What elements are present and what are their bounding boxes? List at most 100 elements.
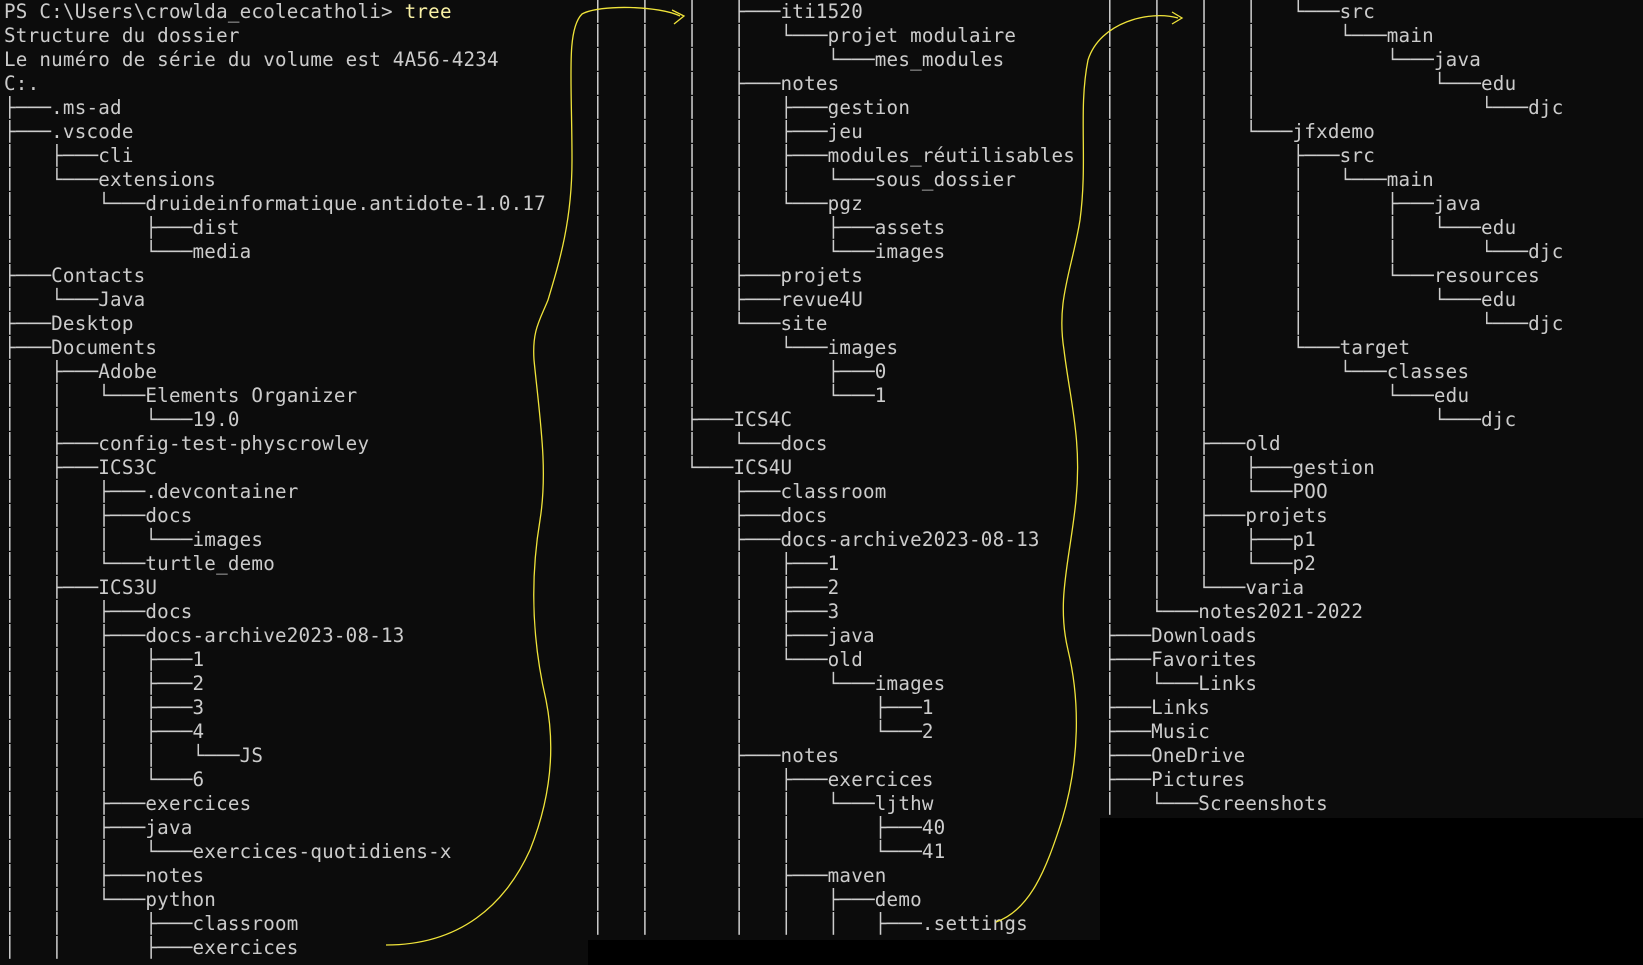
tree-line: │ │ ├───notes	[592, 744, 840, 767]
tree-line: │ │ │ └───docs	[592, 432, 828, 455]
tree-line: │ └───druideinformatique.antidote-1.0.17	[4, 192, 546, 215]
tree-line: │ │ │ └───djc	[1104, 408, 1517, 431]
tree-line: │ │ │ └───edu	[1104, 384, 1470, 407]
tree-line: │ │ │ ├───2	[592, 576, 840, 599]
tree-line: │ │ │ └───1	[592, 384, 887, 407]
tree-line: │ │ │ │ │ └───djc	[1104, 240, 1564, 263]
tree-line: │ │ │ │ ├───modules_réutilisables	[592, 144, 1076, 167]
tree-line: │ │ │ └───target	[1104, 336, 1411, 359]
prompt-line: PS C:\Users\crowlda_ecolecatholi> tree	[4, 0, 452, 24]
tree-line: │ │ │ │ └───resources	[1104, 264, 1540, 287]
tree-line: │ ├───cli	[4, 144, 134, 167]
tree-line: │ │ │ │ └───djc	[1104, 96, 1564, 119]
tree-line: │ │ │ ├───revue4U	[592, 288, 863, 311]
tree-line: Le numéro de série du volume est 4A56-42…	[4, 48, 499, 71]
tree-line: │ │ ├───java	[4, 816, 193, 839]
tree-line: │ │ │ │ ├───gestion	[592, 96, 911, 119]
screen-gap	[1100, 818, 1643, 965]
tree-line: ├───OneDrive	[1104, 744, 1246, 767]
tree-line: ├───Desktop	[4, 312, 134, 335]
tree-line: │ │ │ ├───maven	[592, 864, 887, 887]
tree-line: │ │ ├───classroom	[4, 912, 299, 935]
tree-line: │ │ ├───old	[1104, 432, 1281, 455]
tree-line: │ │ │ ├───1	[592, 552, 840, 575]
tree-line: │ └───media	[4, 240, 252, 263]
tree-line: │ │ ├───ICS4C	[592, 408, 793, 431]
tree-line: │ └───extensions	[4, 168, 217, 191]
tree-line: ├───Favorites	[1104, 648, 1258, 671]
tree-line: │ │ │ ├───projets	[592, 264, 863, 287]
tree-line: ├───.ms-ad	[4, 96, 122, 119]
tree-line: ├───Music	[1104, 720, 1211, 743]
tree-line: │ │ │ ├───notes	[592, 72, 840, 95]
tree-line: │ │ │ │ └───images	[592, 240, 946, 263]
tree-line: │ │ ├───classroom	[592, 480, 887, 503]
tree-line: │ │ └───turtle_demo	[4, 552, 275, 575]
tree-line: │ │ └───python	[4, 888, 217, 911]
tree-line: ├───Downloads	[1104, 624, 1258, 647]
tree-line: │ │ │ ├───exercices	[592, 768, 934, 791]
tree-line: │ ├───ICS3C	[4, 456, 158, 479]
tree-line: │ │ │ ├───iti1520	[592, 0, 863, 23]
command-text: tree	[404, 0, 452, 23]
tree-line: │ │ │ ├───3	[592, 600, 840, 623]
tree-line: │ │ │ └───2	[592, 720, 934, 743]
tree-line: │ │ │ └───exercices-quotidiens-x	[4, 840, 452, 863]
tree-line: │ │ │ └───images	[592, 336, 899, 359]
tree-line: │ │ │ └───p2	[1104, 552, 1317, 575]
tree-line: │ │ │ │ └───main	[1104, 24, 1434, 47]
tree-line: │ │ │ ├───java	[592, 624, 875, 647]
tree-line: │ ├───config-test-physcrowley	[4, 432, 370, 455]
tree-line: │ │ │ ├───p1	[1104, 528, 1317, 551]
tree-line: ├───Links	[1104, 696, 1211, 719]
tree-line: │ │ │ │ └───java	[1104, 48, 1482, 71]
tree-line: │ └───Screenshots	[1104, 792, 1328, 815]
tree-line: │ │ ├───docs-archive2023-08-13	[592, 528, 1040, 551]
tree-line: │ │ │ │ └───edu	[1104, 288, 1517, 311]
tree-line: │ │ │ │ └───projet modulaire	[592, 24, 1017, 47]
tree-line: ├───Documents	[4, 336, 158, 359]
prompt-text: PS C:\Users\crowlda_ecolecatholi>	[4, 0, 405, 23]
tree-line: │ │ ├───notes	[4, 864, 205, 887]
tree-line: │ │ │ ├───gestion	[1104, 456, 1375, 479]
tree-line: │ │ └───19.0	[4, 408, 240, 431]
tree-line: │ │ │ │ └───src	[1104, 0, 1375, 23]
tree-line: │ │ │ ├───1	[4, 648, 205, 671]
terminal-column-1: PS C:\Users\crowlda_ecolecatholi> tree S…	[0, 0, 588, 965]
tree-line: C:.	[4, 72, 40, 95]
tree-line: │ │ │ └───POO	[1104, 480, 1328, 503]
tree-line: │ │ │ ├───4	[4, 720, 205, 743]
tree-line: │ ├───Adobe	[4, 360, 158, 383]
tree-line: │ │ │ │ └───41	[592, 840, 946, 863]
tree-line: │ └───Java	[4, 288, 146, 311]
tree-line: │ │ │ ├───1	[592, 696, 934, 719]
tree-line: │ │ ├───exercices	[4, 936, 299, 959]
tree-line: │ │ │ │ ├───assets	[592, 216, 946, 239]
tree-line: │ │ │ │ ├───java	[1104, 192, 1482, 215]
tree-line: ├───Pictures	[1104, 768, 1246, 791]
tree-line: │ │ │ │ │ └───edu	[1104, 216, 1517, 239]
tree-line: │ │ │ │ └───edu	[1104, 72, 1517, 95]
tree-line: │ │ ├───docs	[592, 504, 828, 527]
tree-line: │ └───Links	[1104, 672, 1258, 695]
tree-line: │ │ │ │ └───ljthw	[592, 792, 934, 815]
tree-line: │ │ │ └───site	[592, 312, 828, 335]
tree-line: │ │ │ └───classes	[1104, 360, 1470, 383]
tree-line: │ │ └───Elements Organizer	[4, 384, 358, 407]
tree-line: │ │ ├───docs	[4, 600, 193, 623]
tree-line: │ ├───dist	[4, 216, 240, 239]
tree-line: │ │ │ │ ├───40	[592, 816, 946, 839]
tree-line: │ │ │ │ │ └───sous_dossier	[592, 168, 1017, 191]
tree-line: │ │ │ └───6	[4, 768, 205, 791]
tree-line: │ │ └───ICS4U	[592, 456, 793, 479]
tree-line: │ │ │ │ └───pgz	[592, 192, 863, 215]
terminal-column-2: │ │ │ ├───iti1520│ │ │ │ └───projet modu…	[588, 0, 1100, 940]
tree-line: Structure du dossier	[4, 24, 240, 47]
tree-line: │ │ ├───exercices	[4, 792, 252, 815]
tree-line: │ ├───ICS3U	[4, 576, 158, 599]
tree-line: │ │ │ │ │ ├───.settings	[592, 912, 1028, 935]
tree-line: │ │ │ ├───3	[4, 696, 205, 719]
tree-line: │ │ │ │ └───djc	[1104, 312, 1564, 335]
tree-line: │ │ │ └───old	[592, 648, 863, 671]
tree-line: │ │ │ ├───2	[4, 672, 205, 695]
